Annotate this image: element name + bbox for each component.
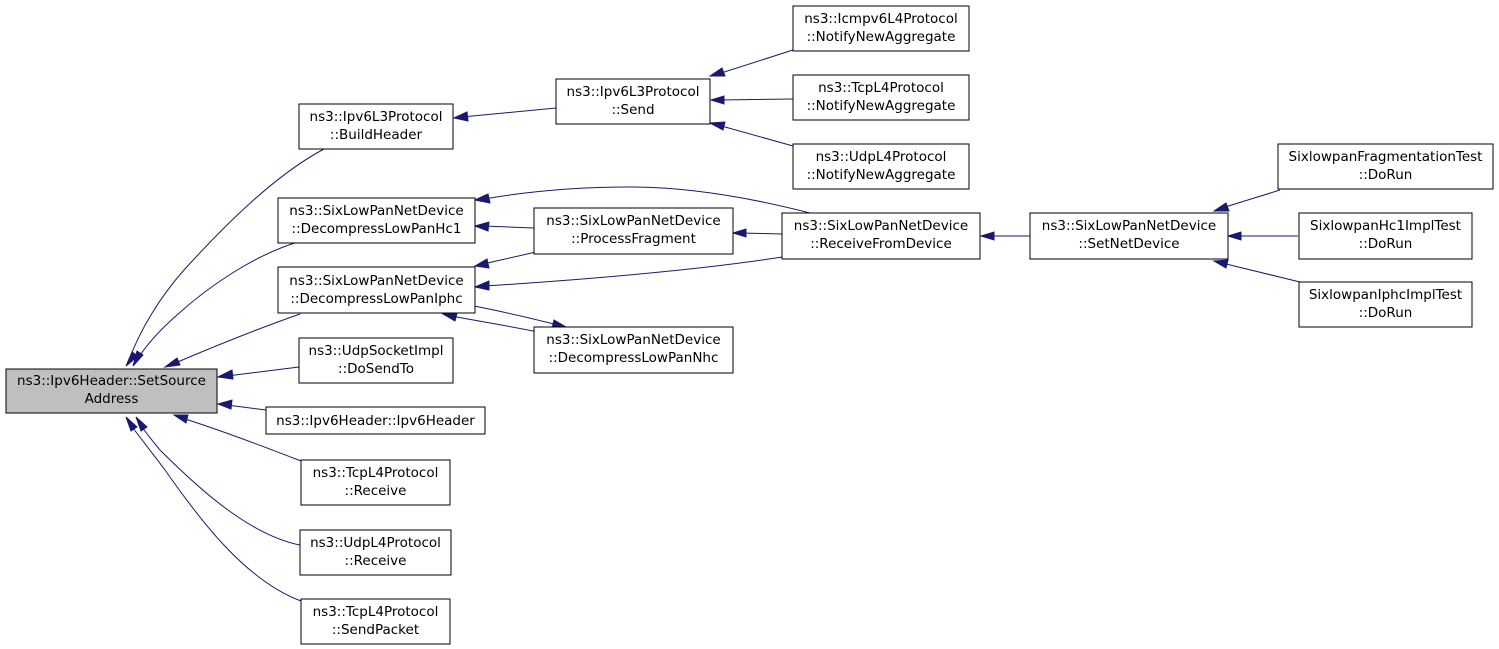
node-ipv6ctor-line1: ns3::Ipv6Header::Ipv6Header xyxy=(276,413,475,429)
edge-procfrag-to-deciphc xyxy=(473,251,537,269)
node-setnetdev-line1: ns3::SixLowPanNetDevice xyxy=(1042,218,1216,234)
node-buildheader[interactable]: ns3::Ipv6L3Protocol ::BuildHeader xyxy=(298,103,454,150)
edge-hc1test-to-setnetdev xyxy=(1226,231,1298,241)
node-tcprecv[interactable]: ns3::TcpL4Protocol ::Receive xyxy=(300,459,451,506)
node-udpsock-line2: ::DoSendTo xyxy=(338,361,414,377)
node-udpsock[interactable]: ns3::UdpSocketImpl ::DoSendTo xyxy=(298,337,454,384)
node-tcpnotify-line2: ::NotifyNewAggregate xyxy=(807,98,956,114)
node-dechc1[interactable]: ns3::SixLowPanNetDevice ::DecompressLowP… xyxy=(277,197,476,244)
node-setsource[interactable]: ns3::Ipv6Header::SetSource Address xyxy=(5,368,218,414)
edge-iphctest-to-setnetdev xyxy=(1212,259,1301,283)
node-buildheader-line2: ::BuildHeader xyxy=(330,127,423,143)
node-hc1test-line1: SixlowpanHc1ImplTest xyxy=(1310,218,1461,234)
node-setnetdev[interactable]: ns3::SixLowPanNetDevice ::SetNetDevice xyxy=(1029,212,1229,260)
edge-ipv6ctor-to-setsource xyxy=(216,399,267,411)
node-procfrag[interactable]: ns3::SixLowPanNetDevice ::ProcessFragmen… xyxy=(533,207,734,255)
node-icmpnotify[interactable]: ns3::Icmpv6L4Protocol ::NotifyNewAggrega… xyxy=(792,5,970,52)
edge-procfrag-to-dechc1 xyxy=(473,221,535,232)
node-fragtest-line1: SixlowpanFragmentationTest xyxy=(1289,149,1483,165)
node-setsource-line2: Address xyxy=(85,391,139,407)
node-tcpnotify[interactable]: ns3::TcpL4Protocol ::NotifyNewAggregate xyxy=(792,74,970,121)
node-decnhc-line1: ns3::SixLowPanNetDevice xyxy=(546,332,720,348)
node-fragtest-line2: ::DoRun xyxy=(1359,167,1413,183)
node-recvdev-line1: ns3::SixLowPanNetDevice xyxy=(794,218,968,234)
node-iphctest[interactable]: SixlowpanIphcImplTest ::DoRun xyxy=(1298,281,1473,328)
node-ipv6ctor[interactable]: ns3::Ipv6Header::Ipv6Header xyxy=(265,406,486,435)
edge-deciphc-to-decnhc xyxy=(473,305,568,329)
node-buildheader-line1: ns3::Ipv6L3Protocol xyxy=(310,109,443,125)
edge-tcprecv-to-setsource xyxy=(172,414,302,462)
node-setnetdev-line2: ::SetNetDevice xyxy=(1078,236,1179,252)
node-udprecv[interactable]: ns3::UdpL4Protocol ::Receive xyxy=(299,529,452,576)
node-udpnotify-line2: ::NotifyNewAggregate xyxy=(807,167,956,183)
node-decnhc[interactable]: ns3::SixLowPanNetDevice ::DecompressLowP… xyxy=(533,326,734,374)
edge-tcpsend-to-setsource xyxy=(125,416,302,602)
edge-deciphc-to-setsource xyxy=(163,313,301,368)
edge-fragtest-to-setnetdev xyxy=(1212,189,1281,212)
node-decnhc-line2: ::DecompressLowPanNhc xyxy=(549,350,719,366)
node-tcprecv-line1: ns3::TcpL4Protocol xyxy=(313,465,439,481)
node-procfrag-line2: ::ProcessFragment xyxy=(571,231,696,247)
edge-udpsock-to-setsource xyxy=(216,366,300,380)
edge-buildheader-to-setsource xyxy=(125,148,325,367)
node-send[interactable]: ns3::Ipv6L3Protocol ::Send xyxy=(555,78,711,125)
node-dechc1-line2: ::DecompressLowPanHc1 xyxy=(292,221,462,237)
edge-udprecv-to-setsource xyxy=(135,416,301,546)
node-fragtest[interactable]: SixlowpanFragmentationTest ::DoRun xyxy=(1277,143,1494,190)
node-udprecv-line1: ns3::UdpL4Protocol xyxy=(310,535,441,551)
node-dechc1-line1: ns3::SixLowPanNetDevice xyxy=(289,203,463,219)
node-udpsock-line1: ns3::UdpSocketImpl xyxy=(309,343,444,359)
edge-recvdev-to-deciphc xyxy=(473,256,783,291)
edge-tcpnotify-to-send xyxy=(709,95,794,105)
node-send-line1: ns3::Ipv6L3Protocol xyxy=(567,84,700,100)
node-tcpsend[interactable]: ns3::TcpL4Protocol ::SendPacket xyxy=(300,598,451,645)
node-icmpnotify-line1: ns3::Icmpv6L4Protocol xyxy=(804,11,958,27)
node-tcpsend-line1: ns3::TcpL4Protocol xyxy=(313,604,439,620)
node-setsource-line1: ns3::Ipv6Header::SetSource xyxy=(17,373,206,389)
edge-icmpnotify-to-send xyxy=(708,49,794,77)
edge-udpnotify-to-send xyxy=(708,121,794,147)
node-hc1test[interactable]: SixlowpanHc1ImplTest ::DoRun xyxy=(1298,212,1473,260)
node-tcprecv-line2: ::Receive xyxy=(345,483,407,499)
edge-recvdev-to-procfrag xyxy=(731,228,783,238)
node-icmpnotify-line2: ::NotifyNewAggregate xyxy=(807,29,956,45)
node-recvdev[interactable]: ns3::SixLowPanNetDevice ::ReceiveFromDev… xyxy=(781,212,981,260)
node-udpnotify[interactable]: ns3::UdpL4Protocol ::NotifyNewAggregate xyxy=(792,143,970,190)
node-deciphc-line2: ::DecompressLowPanIphc xyxy=(290,291,462,307)
node-send-line2: ::Send xyxy=(611,102,654,118)
node-procfrag-line1: ns3::SixLowPanNetDevice xyxy=(546,213,720,229)
edge-setnetdev-to-recvdev xyxy=(979,231,1030,241)
node-hc1test-line2: ::DoRun xyxy=(1359,236,1413,252)
node-udpnotify-line1: ns3::UdpL4Protocol xyxy=(816,149,947,165)
node-deciphc-line1: ns3::SixLowPanNetDevice xyxy=(289,273,463,289)
node-deciphc[interactable]: ns3::SixLowPanNetDevice ::DecompressLowP… xyxy=(277,266,476,314)
node-iphctest-line1: SixlowpanIphcImplTest xyxy=(1309,287,1462,303)
node-udprecv-line2: ::Receive xyxy=(345,553,407,569)
node-tcpnotify-line1: ns3::TcpL4Protocol xyxy=(818,80,944,96)
edge-recvdev-to-dechc1 xyxy=(473,186,811,214)
edge-dechc1-to-setsource xyxy=(132,241,299,367)
node-iphctest-line2: ::DoRun xyxy=(1359,305,1413,321)
node-tcpsend-line2: ::SendPacket xyxy=(332,622,419,638)
node-recvdev-line2: ::ReceiveFromDevice xyxy=(810,236,952,252)
edge-send-to-buildheader xyxy=(452,107,557,122)
